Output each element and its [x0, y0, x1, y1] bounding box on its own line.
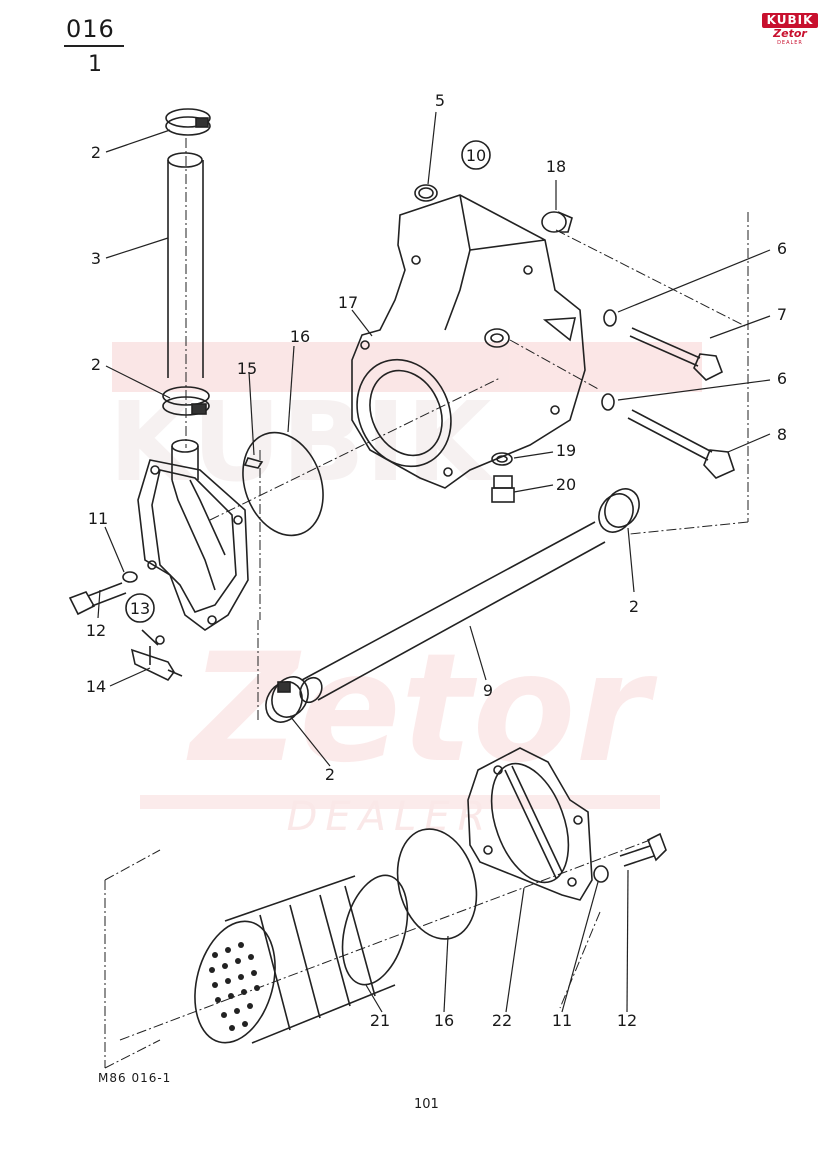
washer-part-19: [491, 452, 513, 466]
washer-left: [122, 571, 138, 583]
callout-10: 10: [466, 146, 486, 165]
bolt-right: [619, 832, 667, 867]
section-number: 016: [66, 15, 115, 43]
washer-right: [593, 865, 609, 883]
drawing-code: M86 016-1: [98, 1071, 172, 1085]
callout-22: 22: [492, 1011, 512, 1030]
washer-6-upper: [603, 309, 617, 327]
callout-15: 15: [237, 359, 257, 378]
brand-logo-bottom: DEALER: [777, 40, 803, 46]
callout-11-right: 11: [552, 1011, 572, 1030]
hose-clamp-top: [165, 108, 211, 136]
callout-2-middle: 2: [91, 355, 101, 374]
brand-logo-top: KUBIK: [762, 13, 818, 28]
callout-7: 7: [777, 305, 787, 324]
callout-18: 18: [546, 157, 566, 176]
callout-12-right: 12: [617, 1011, 637, 1030]
circle-marker-13: [125, 593, 155, 623]
bolt-7: [629, 327, 724, 381]
callout-14: 14: [86, 677, 106, 696]
callout-2-right: 2: [629, 597, 639, 616]
callout-2-top: 2: [91, 143, 101, 162]
o-ring-upper: [242, 431, 324, 537]
callout-8: 8: [777, 425, 787, 444]
leader-lines: [97, 111, 771, 1013]
o-ring-lower: [396, 828, 478, 940]
circle-marker-10: [461, 140, 491, 170]
hose-clamp-right: [598, 488, 640, 533]
hose-clamp-lower: [265, 676, 309, 723]
filter-element: [194, 874, 409, 1044]
bolt-left: [68, 582, 127, 616]
plug-part-20: [491, 475, 515, 503]
callout-6-upper: 6: [777, 239, 787, 258]
callout-11-left: 11: [88, 509, 108, 528]
callout-21: 21: [370, 1011, 390, 1030]
section-divider: [64, 45, 124, 47]
callout-16-lower: 16: [434, 1011, 454, 1030]
callout-13: 13: [130, 599, 150, 618]
watermark-zetor: Zetor: [186, 622, 657, 796]
vertical-pipe: [167, 152, 204, 378]
watermark-dealer: DEALER: [287, 794, 494, 840]
callout-2-lower: 2: [325, 765, 335, 784]
diagonal-tube: [299, 521, 606, 704]
callout-9: 9: [483, 681, 493, 700]
brand-logo: KUBIK Zetor DEALER: [762, 13, 818, 46]
callout-19: 19: [556, 441, 576, 460]
callout-17: 17: [338, 293, 358, 312]
centre-lines: [104, 138, 749, 1069]
drain-cock: [130, 629, 183, 682]
ring-part-5: [414, 184, 438, 202]
seal-clip: [243, 457, 264, 469]
brand-logo-middle: Zetor: [773, 27, 807, 40]
section-subnumber: 1: [88, 52, 102, 77]
callout-3: 3: [91, 249, 101, 268]
page-number: 101: [414, 1097, 439, 1112]
watermark-band: [112, 342, 702, 392]
callout-5: 5: [435, 91, 445, 110]
cover-part-22: [467, 747, 593, 901]
main-housing: [351, 194, 586, 489]
filter-housing-left: [137, 439, 249, 631]
washer-6-lower: [601, 393, 615, 411]
plug-part-18: [541, 211, 573, 233]
callout-12-left: 12: [86, 621, 106, 640]
callout-16-upper: 16: [290, 327, 310, 346]
callout-6-lower: 6: [777, 369, 787, 388]
callout-20: 20: [556, 475, 576, 494]
bolt-8: [627, 409, 735, 479]
